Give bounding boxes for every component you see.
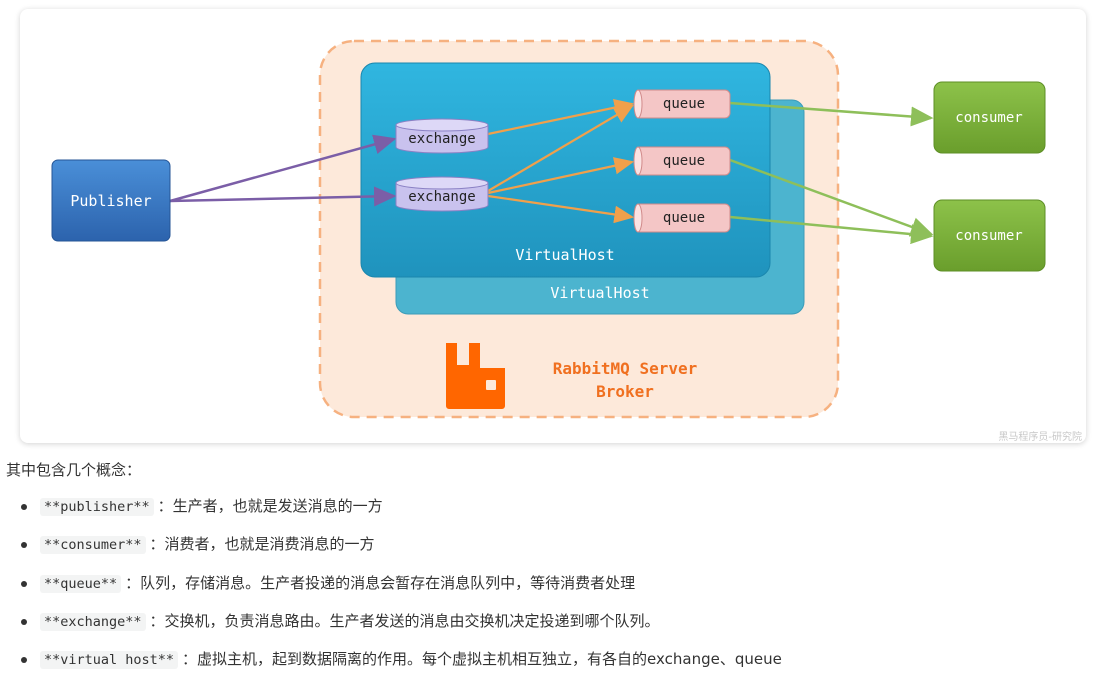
arrow-exchange1-queue1 bbox=[487, 98, 635, 136]
publisher-label: Publisher bbox=[70, 192, 151, 210]
concept-term: **virtual host** bbox=[40, 651, 179, 670]
list-item: **consumer**：消费者，也就是消费消息的一方 bbox=[0, 532, 1099, 570]
rabbitmq-architecture-diagram: VirtualHost VirtualHost Publisher exchan… bbox=[51, 39, 1082, 443]
rabbitmq-server-label: RabbitMQ Server bbox=[553, 359, 698, 378]
arrow-publisher-exchange-1 bbox=[169, 134, 397, 203]
arrow-publisher-exchange-2 bbox=[169, 186, 397, 207]
arrow-exchange2-queue3 bbox=[487, 194, 635, 224]
queue-label-3: queue bbox=[663, 210, 705, 226]
concept-description: ：生产者，也就是发送消息的一方 bbox=[157, 497, 383, 515]
concept-term: **exchange** bbox=[40, 612, 146, 631]
consumer-node-1: consumer bbox=[933, 81, 1046, 154]
list-item: **queue**：队列，存储消息。生产者投递的消息会暂存在消息队列中，等待消费… bbox=[0, 571, 1099, 609]
queue-label-1: queue bbox=[663, 96, 705, 112]
virtualhost-back-label: VirtualHost bbox=[550, 284, 649, 302]
concept-description: ：队列，存储消息。生产者投递的消息会暂存在消息队列中，等待消费者处理 bbox=[125, 573, 636, 592]
queue-label-2: queue bbox=[663, 153, 705, 169]
concept-list: **publisher**：生产者，也就是发送消息的一方 **consumer*… bbox=[0, 494, 1099, 685]
concept-term: **consumer** bbox=[40, 536, 146, 555]
arrow-queue1-consumer1 bbox=[729, 101, 934, 127]
concept-term: **publisher** bbox=[40, 498, 154, 516]
exchange-node-2: exchange bbox=[395, 176, 489, 212]
arrow-queue2-consumer2 bbox=[729, 158, 934, 237]
publisher-node: Publisher bbox=[51, 159, 171, 242]
queue-node-1: queue bbox=[633, 89, 731, 119]
arrow-exchange2-queue1 bbox=[487, 104, 634, 192]
concept-description: ：消费者，也就是消费消息的一方 bbox=[149, 535, 375, 554]
queue-node-3: queue bbox=[633, 203, 731, 233]
broker-label: Broker bbox=[596, 382, 654, 401]
arrow-exchange2-queue2 bbox=[487, 157, 635, 195]
exchange-label-2: exchange bbox=[408, 189, 475, 205]
concept-term: **queue** bbox=[40, 574, 122, 593]
arrow-queue3-consumer2 bbox=[729, 215, 934, 245]
consumer-label-1: consumer bbox=[955, 110, 1022, 126]
queue-node-2: queue bbox=[633, 146, 731, 176]
concept-description: ：交换机，负责消息路由。生产者发送的消息由交换机决定投递到哪个队列。 bbox=[149, 611, 660, 630]
consumer-label-2: consumer bbox=[955, 228, 1022, 244]
exchange-label-1: exchange bbox=[408, 131, 475, 147]
watermark-text: 黑马程序员-研究院 bbox=[998, 430, 1082, 443]
exchange-node-1: exchange bbox=[395, 118, 489, 154]
list-item: **exchange**：交换机，负责消息路由。生产者发送的消息由交换机决定投递… bbox=[0, 609, 1099, 647]
list-item: **virtual host**：虚拟主机，起到数据隔离的作用。每个虚拟主机相互… bbox=[0, 647, 1099, 685]
virtualhost-front-label: VirtualHost bbox=[515, 246, 614, 264]
list-item: **publisher**：生产者，也就是发送消息的一方 bbox=[0, 494, 1099, 532]
concept-description: ：虚拟主机，起到数据隔离的作用。每个虚拟主机相互独立，有各自的exchange、… bbox=[182, 650, 782, 669]
rabbitmq-logo-icon bbox=[446, 343, 505, 409]
intro-text: 其中包含几个概念： bbox=[6, 461, 142, 479]
consumer-node-2: consumer bbox=[933, 199, 1046, 272]
